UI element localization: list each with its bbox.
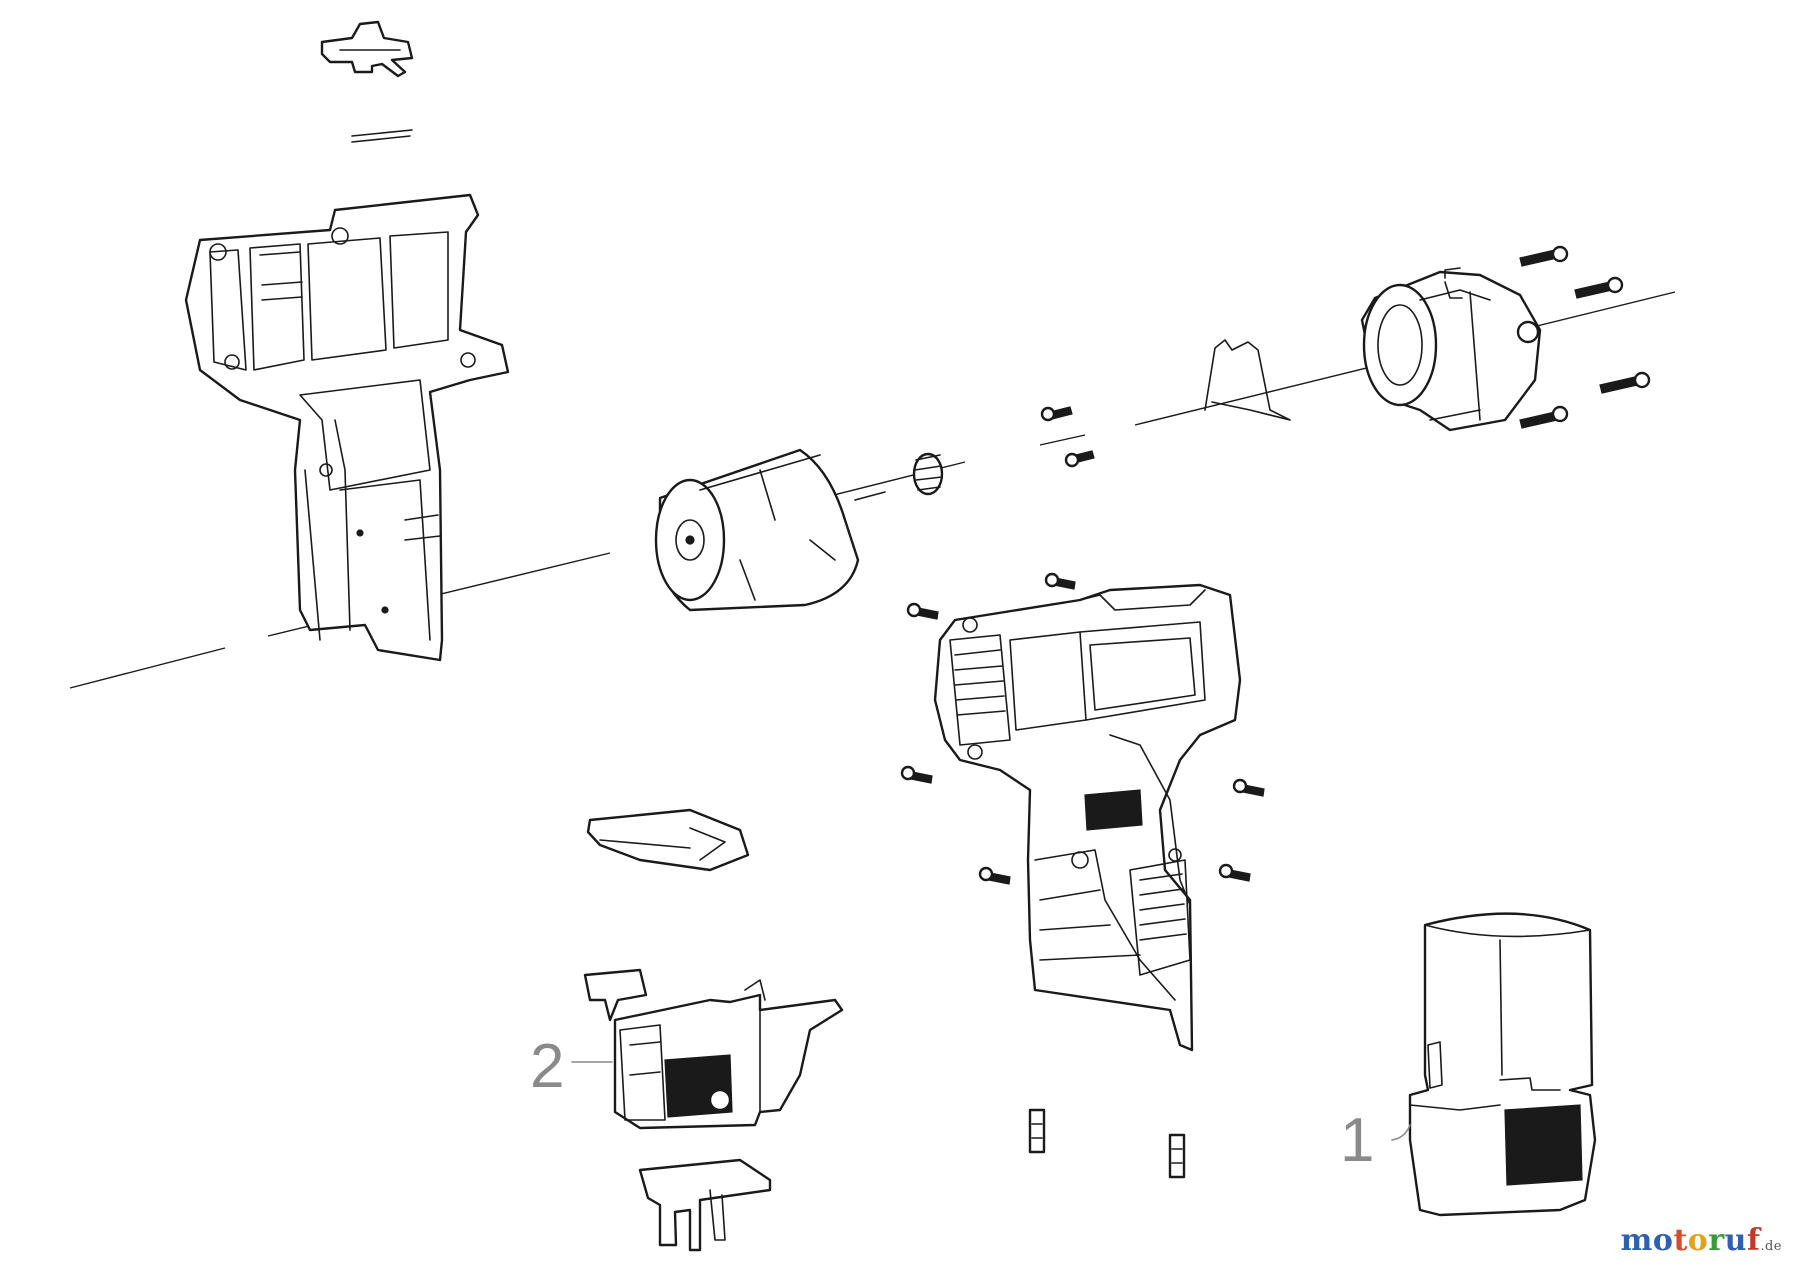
battery-terminal-right	[1168, 1133, 1186, 1179]
logo-letter: m	[1620, 1223, 1653, 1258]
housing-screw-1	[1044, 572, 1076, 590]
gearbox-screw-3	[1599, 371, 1651, 394]
housing-screw-4	[1232, 778, 1265, 797]
gearbox-screw-4	[1519, 405, 1569, 429]
callout-1-leader	[1391, 1124, 1411, 1141]
wire-clip	[1204, 339, 1291, 421]
housing-screw-6	[1218, 863, 1251, 882]
callout-number-2: 2	[530, 1032, 565, 1101]
logo-letter: r	[1708, 1223, 1725, 1258]
trigger-switch	[583, 968, 844, 1130]
battery-terminal-left	[1028, 1108, 1046, 1154]
switch-contact-plate	[638, 1158, 772, 1252]
electric-motor	[654, 448, 886, 612]
battery-pack	[1408, 912, 1597, 1217]
logo-letter: u	[1724, 1223, 1747, 1258]
led-cover	[586, 808, 750, 872]
logo-wordmark: motoruf	[1621, 1223, 1761, 1258]
housing-screw-5	[978, 866, 1011, 885]
housing-screw-3	[900, 765, 933, 784]
gearbox-screw-1	[1519, 245, 1569, 267]
motoruf-logo: motoruf.de	[1621, 1223, 1782, 1258]
housing-left-half	[184, 193, 510, 662]
gearbox-screw-2	[1574, 276, 1624, 299]
direction-slider-part	[320, 20, 414, 78]
logo-letter: o	[1687, 1223, 1709, 1258]
gearbox-assembly	[1360, 267, 1542, 432]
logo-letter: o	[1652, 1223, 1674, 1258]
housing-right-half	[933, 583, 1242, 1052]
spring-part	[351, 129, 413, 143]
callout-number-1: 1	[1340, 1106, 1375, 1175]
screw-small-upper	[1040, 406, 1073, 422]
logo-domain-suffix: .de	[1760, 1239, 1782, 1254]
housing-screw-2	[906, 602, 939, 620]
logo-letter: t	[1673, 1223, 1688, 1258]
screw-small-lower	[1064, 450, 1095, 468]
pinion-gear	[912, 452, 944, 496]
logo-letter: f	[1746, 1223, 1761, 1258]
